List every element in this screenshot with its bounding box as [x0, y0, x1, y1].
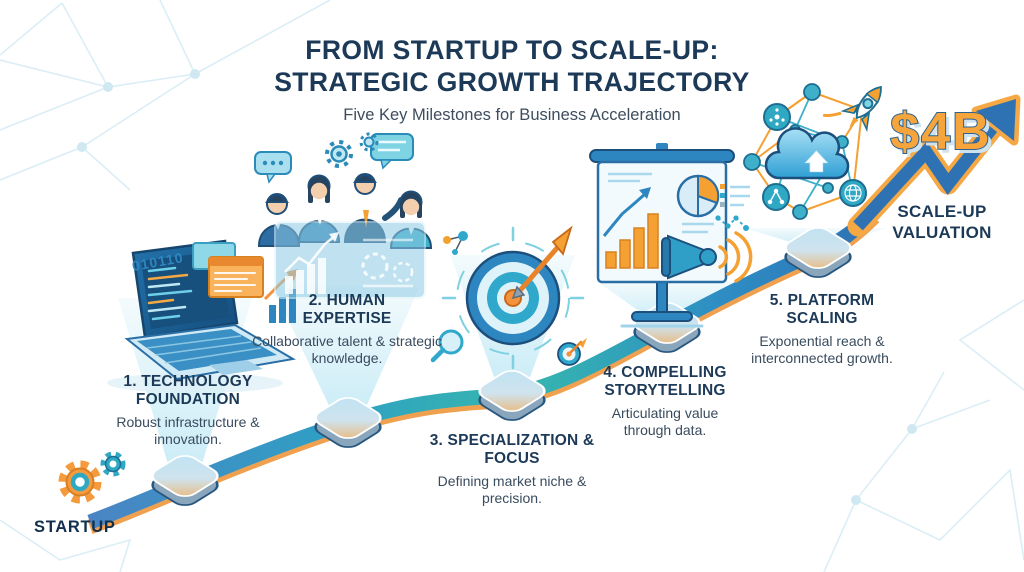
network-cloud-rocket-icon	[743, 83, 882, 220]
milestone-2-desc: Collaborative talent & strategic knowled…	[252, 332, 442, 367]
milestone-1-label: 1. TECHNOLOGY FOUNDATION Robust infrastr…	[88, 373, 288, 449]
megaphone-icon	[661, 231, 753, 283]
dotted-trend-icon	[715, 215, 749, 231]
cloud-upload-icon	[764, 127, 850, 180]
milestone-3-desc: Defining market niche & precision.	[437, 472, 587, 507]
milestone-3-label: 3. SPECIALIZATION & FOCUS Defining marke…	[412, 432, 612, 508]
milestone-5-desc: Exponential reach & interconnected growt…	[751, 332, 893, 367]
rocket-icon	[822, 85, 882, 132]
share-node-icon	[762, 183, 790, 211]
laptop-code-icon: 010110	[107, 239, 298, 393]
svg-text:$4B: $4B	[894, 107, 995, 165]
milestone-4-title: 4. COMPELLING STORYTELLING	[603, 364, 727, 400]
list-icon	[720, 184, 750, 207]
milestone-4-desc: Articulating value through data.	[611, 404, 719, 439]
milestone-1-title: 1. TECHNOLOGY FOUNDATION	[123, 373, 253, 409]
milestone-4-label: 4. COMPELLING STORYTELLING Articulating …	[565, 364, 765, 440]
mini-target-icon	[557, 338, 587, 366]
node-cluster-icon	[443, 231, 468, 255]
presentation-megaphone-icon	[589, 143, 753, 328]
holographic-dashboard	[274, 221, 426, 299]
milestone-2-title: 2. HUMAN EXPERTISE	[302, 292, 392, 328]
milestone-3-title: 3. SPECIALIZATION & FOCUS	[429, 432, 595, 468]
milestone-5-title: 5. PLATFORM SCALING	[769, 292, 875, 328]
globe-node-icon	[839, 179, 867, 207]
magnifier-icon	[430, 329, 464, 363]
milestone-node-3	[472, 366, 552, 425]
startup-label: STARTUP	[34, 518, 116, 536]
milestone-1-desc: Robust infrastructure & innovation.	[116, 413, 260, 448]
milestone-5-label: 5. PLATFORM SCALING Exponential reach & …	[722, 292, 922, 368]
gears-icon	[58, 451, 126, 504]
scaleup-valuation-label: SCALE-UP VALUATION	[892, 202, 992, 243]
valuation-text: $4B	[890, 103, 991, 161]
team-collaboration-icon	[254, 132, 433, 299]
milestone-2-label: 2. HUMAN EXPERTISE Collaborative talent …	[247, 292, 447, 368]
valuation-amount: $4B $4B	[889, 102, 995, 165]
hub-node-icon	[763, 103, 791, 131]
rising-arrow-icon	[847, 94, 1021, 237]
pie-chart-icon	[676, 174, 720, 218]
bar-chart-icon	[605, 213, 659, 269]
target-dart-icon	[430, 225, 587, 370]
page-title: FROM STARTUP TO SCALE-UP: STRATEGIC GROW…	[274, 35, 750, 98]
page-subtitle: Five Key Milestones for Business Acceler…	[343, 105, 681, 124]
header: FROM STARTUP TO SCALE-UP: STRATEGIC GROW…	[272, 34, 752, 125]
